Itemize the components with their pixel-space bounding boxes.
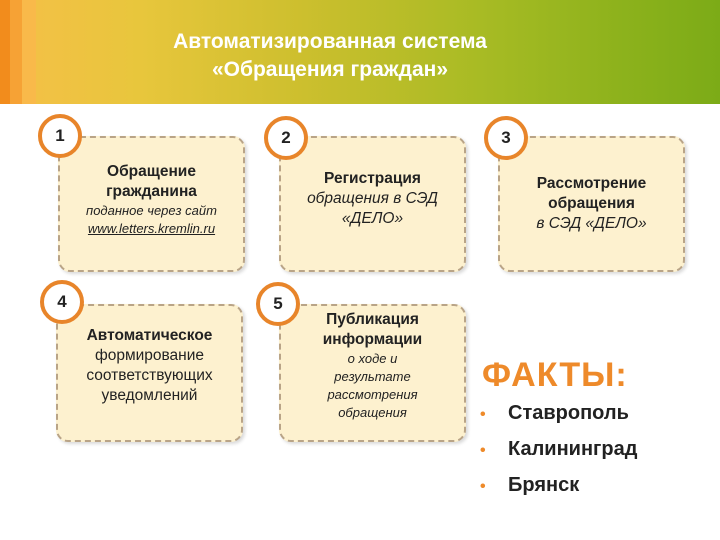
step-1-link[interactable]: www.letters.kremlin.ru — [87, 221, 216, 236]
bullet-icon: • — [480, 478, 486, 495]
bullet-icon: • — [480, 406, 486, 423]
step-2-line-2: обращения в СЭД — [307, 190, 438, 207]
facts-item-label: Калининград — [508, 438, 638, 460]
step-1-badge: 1 — [38, 114, 82, 158]
step-1-box: Обращение гражданина поданное через сайт… — [58, 136, 245, 272]
step-3-line-3: в СЭД «ДЕЛО» — [536, 215, 647, 232]
step-2-box: Регистрация обращения в СЭД «ДЕЛО» — [279, 136, 466, 272]
page-title-line-1: Автоматизированная система — [173, 30, 487, 53]
step-5-line-4: результате — [334, 369, 411, 384]
facts-item-label: Ставрополь — [508, 402, 629, 424]
facts-item: • Ставрополь — [480, 398, 637, 434]
step-2-line-3: «ДЕЛО» — [341, 210, 404, 227]
facts-list: • Ставрополь • Калининград • Брянск — [480, 398, 637, 506]
step-5-title-line-1: Публикация — [326, 311, 419, 328]
facts-item-label: Брянск — [508, 474, 580, 496]
page-title-line-2: «Обращения граждан» — [211, 58, 449, 81]
step-4-line-2: формирование — [94, 347, 205, 364]
step-5-line-3: о ходе и — [347, 351, 398, 366]
step-2-badge: 2 — [264, 116, 308, 160]
step-1-note: поданное через сайт — [86, 203, 217, 218]
facts-title: ФАКТЫ: — [482, 356, 628, 394]
step-5-line-5: рассмотрения — [327, 387, 418, 402]
step-3-badge: 3 — [484, 116, 528, 160]
step-4-title-line-1: Автоматическое — [86, 327, 213, 344]
step-3-title-line-2: обращения — [548, 195, 635, 212]
step-1-title-line-1: Обращение — [107, 163, 196, 180]
step-5-box: Публикация информации о ходе и результат… — [279, 304, 466, 442]
bullet-icon: • — [480, 442, 486, 459]
facts-item: • Калининград — [480, 434, 637, 470]
step-3-title-line-1: Рассмотрение — [536, 175, 647, 192]
header-banner: Автоматизированная система «Обращения гр… — [0, 0, 720, 104]
step-1-title-line-2: гражданина — [106, 183, 197, 200]
step-2-title-line-1: Регистрация — [324, 170, 421, 187]
step-5-line-6: обращения — [338, 405, 407, 420]
step-4-line-4: уведомлений — [101, 387, 198, 404]
step-4-line-3: соответствующих — [86, 367, 213, 384]
step-3-box: Рассмотрение обращения в СЭД «ДЕЛО» — [498, 136, 685, 272]
page-title: Автоматизированная система «Обращения гр… — [60, 28, 600, 84]
step-5-title-line-2: информации — [322, 331, 423, 348]
facts-item: • Брянск — [480, 470, 637, 506]
step-5-badge: 5 — [256, 282, 300, 326]
step-4-badge: 4 — [40, 280, 84, 324]
step-4-box: Автоматическое формирование соответствую… — [56, 304, 243, 442]
